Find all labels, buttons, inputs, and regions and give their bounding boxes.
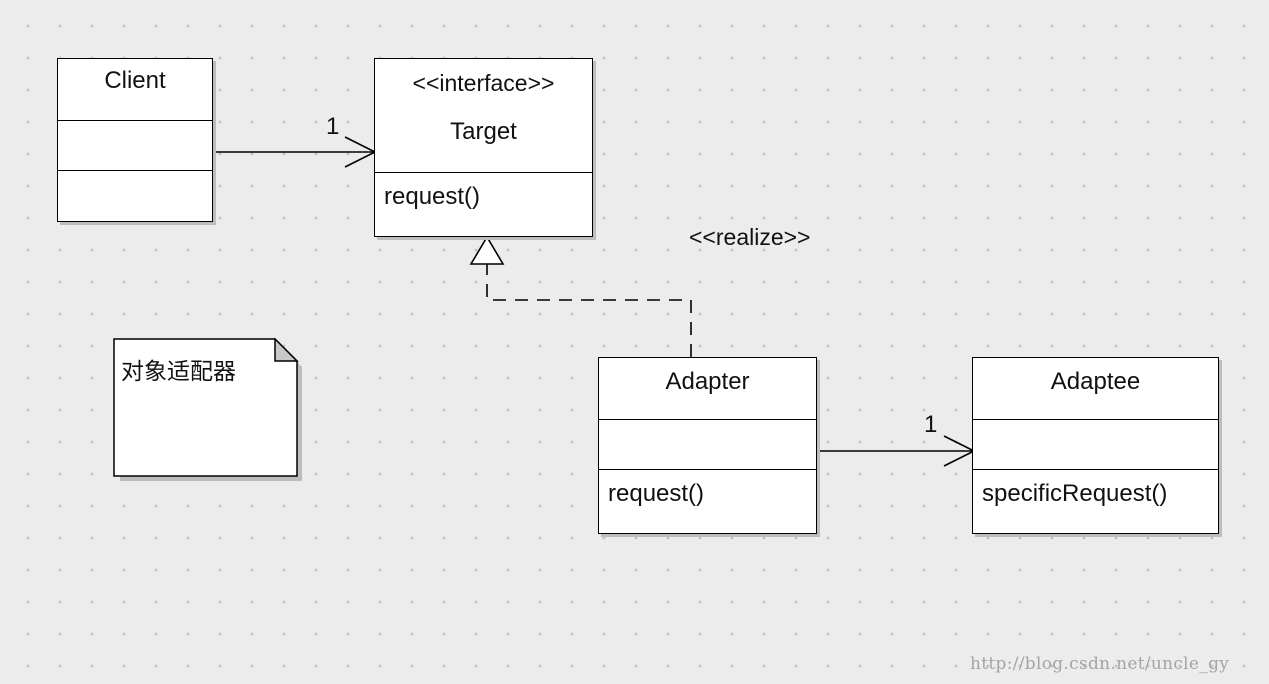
client-name-section: Client — [58, 59, 212, 121]
client-target-multiplicity: 1 — [326, 113, 340, 140]
realization-triangle-arrowhead — [469, 235, 505, 265]
adaptee-operations-section: specificRequest() — [973, 470, 1218, 532]
adapter-operation-request: request() — [608, 480, 705, 507]
adapter-class-box[interactable]: Adapter request() — [598, 357, 817, 534]
adapter-class-name: Adapter — [665, 368, 750, 395]
note-outline — [113, 338, 302, 481]
adaptee-operation-specific-request: specificRequest() — [982, 480, 1168, 507]
watermark-url: http://blog.csdn.net/uncle_gy — [970, 654, 1230, 674]
target-operations-section: request() — [375, 173, 592, 235]
adapter-name-section: Adapter — [599, 358, 816, 420]
adapter-target-realization-line — [486, 264, 692, 357]
adapter-operations-section: request() — [599, 470, 816, 532]
note-box[interactable]: 对象适配器 — [113, 338, 302, 481]
client-operations-section — [58, 171, 212, 220]
client-class-name: Client — [104, 67, 166, 94]
adaptee-class-name: Adaptee — [1050, 368, 1141, 395]
client-class-box[interactable]: Client — [57, 58, 213, 222]
note-text: 对象适配器 — [121, 359, 236, 385]
target-interface-box[interactable]: <<interface>> Target request() — [374, 58, 593, 237]
adaptee-attributes-section — [973, 420, 1218, 470]
client-attributes-section — [58, 121, 212, 171]
target-stereotype: <<interface>> — [412, 70, 555, 96]
target-name-section: <<interface>> Target — [375, 59, 592, 173]
adaptee-class-box[interactable]: Adaptee specificRequest() — [972, 357, 1219, 534]
adapter-attributes-section — [599, 420, 816, 470]
target-operation-request: request() — [384, 183, 481, 210]
adapter-adaptee-multiplicity: 1 — [924, 411, 938, 438]
target-class-name: Target — [450, 118, 517, 145]
realize-stereotype-label: <<realize>> — [689, 224, 811, 250]
adaptee-name-section: Adaptee — [973, 358, 1218, 420]
